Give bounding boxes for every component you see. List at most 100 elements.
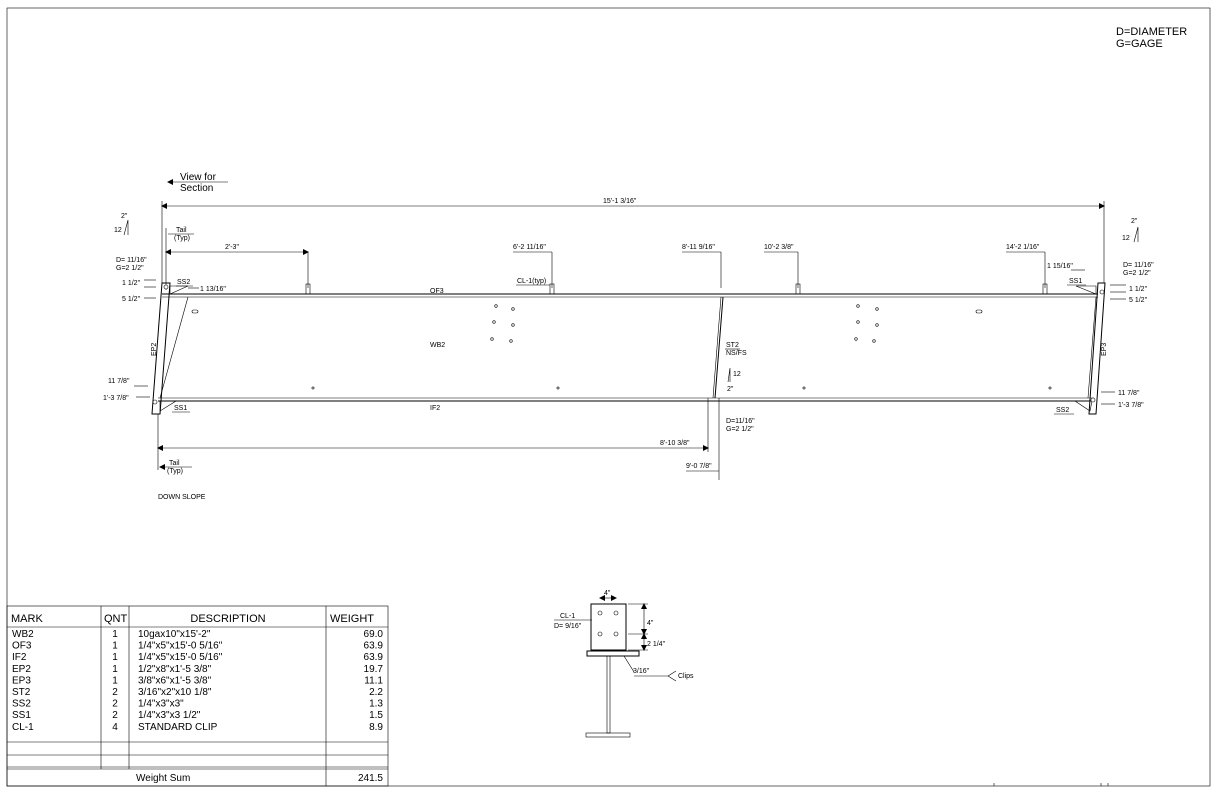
bom-sum-value: 241.5 [358,773,383,784]
bom-cell-description: 1/4"x3"x3" [138,699,184,710]
web-hole [875,307,879,311]
clip-hole [597,610,603,616]
clip-hole [597,631,603,637]
bom-cell-weight: 1.3 [369,699,383,710]
bom-cell-qnt: 1 [112,652,118,663]
end-plate-ep3 [1088,282,1106,415]
bom-cell-weight: 63.9 [364,641,384,652]
tail-top-label: Tail [176,227,187,234]
bom-sum-label: Weight Sum [136,773,190,784]
web-hole [856,320,860,324]
web-left-edge [159,296,189,399]
bom-cell-weight: 63.9 [364,652,384,663]
web-right-edge [1087,296,1097,399]
bom-cell-mark: IF2 [12,652,27,663]
splice-ss1-left [159,400,178,412]
beam-assembly [151,282,1106,415]
bom-cell-qnt: 1 [112,664,118,675]
splice-ss2-left [169,285,189,295]
right-ss1-offset: 1 15/16" [1047,263,1073,270]
top-dim-text-4: 10'-2 3/8" [764,244,794,251]
bom-cell-qnt: 2 [112,687,118,698]
right-top-depth: 5 1/2" [1129,297,1148,304]
sheet-border [6,7,1211,787]
title-block-ticks [993,783,1109,786]
clip-h2-text: 2 1/4" [647,641,666,648]
bom-cell-qnt: 1 [112,629,118,640]
clip-weld-tail [667,670,677,682]
hole-ep3-bottom [1090,397,1096,403]
left-top-offset: 1 1/2" [122,280,141,287]
top-dim-text-2: 6'-2 11/16" [513,244,546,251]
tail-bottom-label: Tail [169,460,180,467]
clip-flange [586,650,640,657]
bom-cell-mark: SS2 [12,699,31,710]
bom-cell-qnt: 2 [112,699,118,710]
label-wb2: WB2 [430,342,445,349]
web-hole [856,304,860,308]
bom-cell-qnt: 1 [112,675,118,686]
slope-rise-left: 2" [121,213,128,220]
slope-run-right: 12 [1122,235,1130,242]
clip-web [606,655,611,734]
section-label: Section [180,183,213,194]
stiffener-st2 [714,296,724,399]
clip-diameter: D= 9/16" [554,623,582,630]
stiffener-note: NS/FS [726,350,747,357]
top-dim-text-1: 2'-3" [225,244,239,251]
web-slot-right [975,309,983,314]
tail-top: Tail (Typ) [165,227,194,290]
bom-row: SS2 2 1/4"x3"x3" 1.3 [12,699,383,710]
label-ss1-right: SS1 [1069,278,1082,285]
bom-cell-mark: CL-1 [12,722,34,733]
stiffener-rise: 12 [733,371,741,378]
right-bot-offset: 11 7/8" [1118,390,1140,397]
splice-ss1-right [1075,285,1097,295]
left-top-depth: 5 1/2" [122,296,141,303]
label-cl1-typ: CL-1(typ) [517,278,546,285]
bom-cell-weight: 19.7 [364,664,384,675]
slope-indicator-left: 2" 12 [114,213,129,236]
splice-ss2-right [1074,400,1093,412]
bottom-dim-text-1: 8'-10 3/8" [660,440,690,447]
stiffener-run: 2" [727,386,734,393]
web-hole [875,323,879,327]
left-gage: G=2 1/2" [116,265,144,272]
clip-top-3 [795,283,801,295]
web-hole [854,337,858,341]
web-slot-left [191,309,199,314]
right-top-offset: 1 1/2" [1129,286,1148,293]
right-bot-depth: 1'-3 7/8" [1118,402,1144,409]
web-hole [511,307,515,311]
label-ep2: EP2 [151,343,158,356]
bom-cell-qnt: 1 [112,641,118,652]
bottom-dimensions: 8'-10 3/8" 9'-0 7/8" [157,398,720,480]
stiffener-diameter: D=11/16" [726,418,755,425]
overall-length-dimension: 15'-1 3/16" [161,198,1105,283]
clip-weld-size: 3/16" [633,668,650,675]
clip-top-4 [1042,283,1048,295]
bom-cell-mark: EP3 [12,675,31,686]
clip-width-text: 4" [604,590,611,597]
bom-cell-description: 3/16"x2"x10 1/8" [138,687,212,698]
hole-ep2-top [163,284,169,290]
flange-hole [802,386,806,390]
bom-cell-description: STANDARD CLIP [138,722,218,733]
label-if2: IF2 [430,405,440,412]
left-end-annotations: D= 11/16" G=2 1/2" 1 1/2" 5 1/2" 11 7/8"… [103,257,156,402]
stiffener-st2-inner [712,296,722,399]
web-hole [509,339,513,343]
bom-cell-weight: 69.0 [364,629,384,640]
legend: D=DIAMETER G=GAGE [1116,26,1187,50]
ss2-offset-text: 1 13/16" [200,286,226,293]
slope-indicator-right: 2" 12 [1122,218,1139,243]
clip-hole [613,610,619,616]
clip-weld-leader [623,655,635,673]
